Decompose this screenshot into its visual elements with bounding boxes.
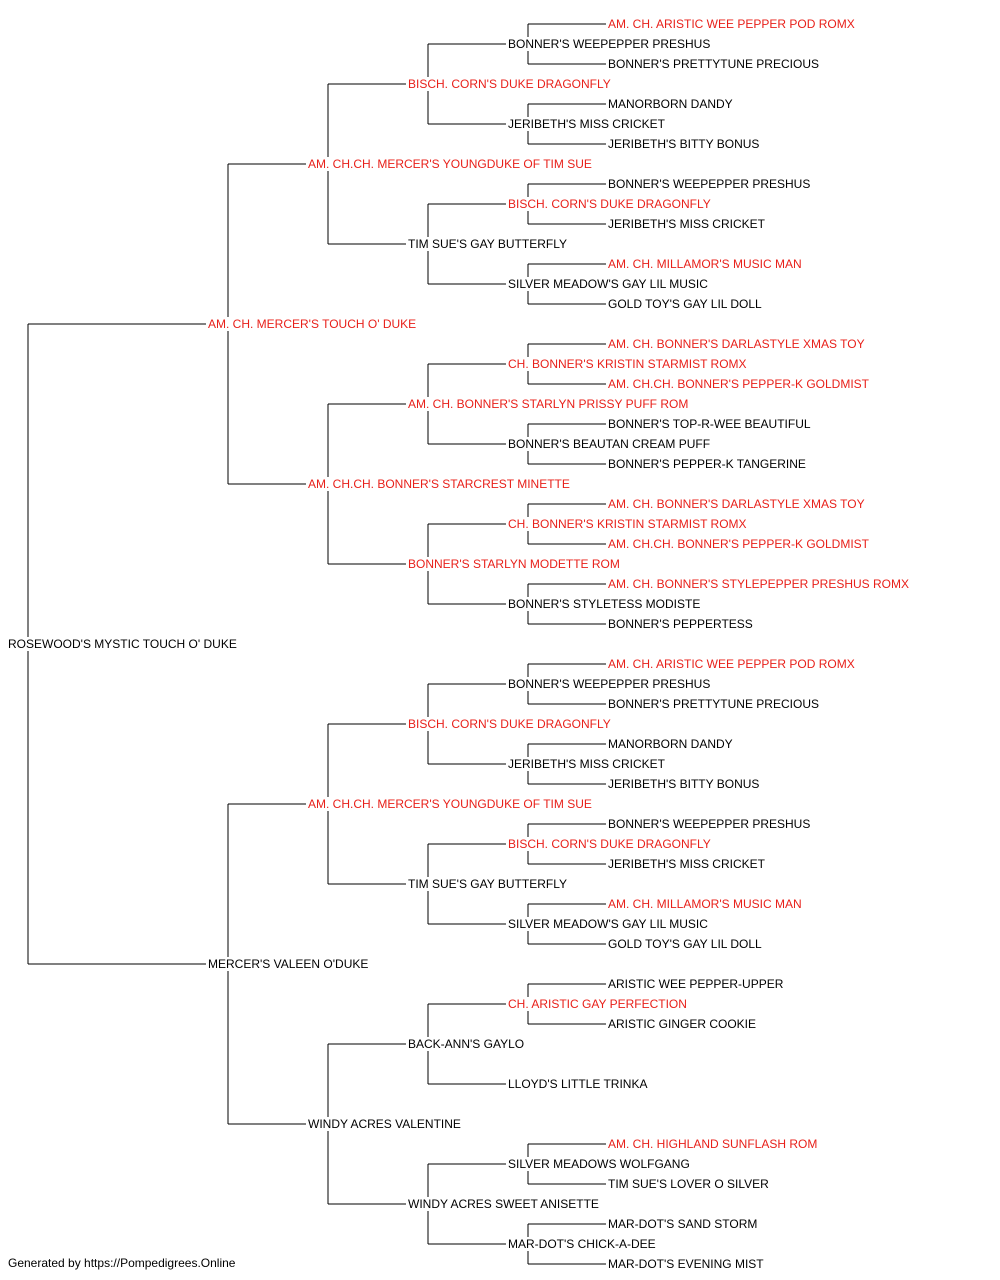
ancestor-name-gen5: MAR-DOT'S SAND STORM — [607, 1217, 759, 1231]
ancestor-name-gen1: MERCER'S VALEEN O'DUKE — [207, 957, 370, 971]
ancestor-name-gen3: TIM SUE'S GAY BUTTERFLY — [407, 237, 568, 251]
ancestor-name-gen5: AM. CH. ARISTIC WEE PEPPER POD ROMX — [607, 17, 856, 31]
ancestor-name-gen4: BISCH. CORN'S DUKE DRAGONFLY — [507, 197, 712, 211]
ancestor-name-gen5: MAR-DOT'S EVENING MIST — [607, 1257, 765, 1271]
ancestor-name-gen5: GOLD TOY'S GAY LIL DOLL — [607, 297, 763, 311]
ancestor-name-gen4: CH. BONNER'S KRISTIN STARMIST ROMX — [507, 357, 748, 371]
ancestor-name-gen5: MANORBORN DANDY — [607, 737, 734, 751]
ancestor-name-gen5: BONNER'S WEEPEPPER PRESHUS — [607, 177, 812, 191]
ancestor-name-gen4: JERIBETH'S MISS CRICKET — [507, 757, 666, 771]
ancestor-name-gen5: BONNER'S PRETTYTUNE PRECIOUS — [607, 57, 820, 71]
ancestor-name-gen5: BONNER'S TOP-R-WEE BEAUTIFUL — [607, 417, 812, 431]
ancestor-name-gen5: AM. CH. MILLAMOR'S MUSIC MAN — [607, 897, 803, 911]
ancestor-name-gen4: SILVER MEADOWS WOLFGANG — [507, 1157, 691, 1171]
ancestor-name-gen5: JERIBETH'S BITTY BONUS — [607, 777, 761, 791]
ancestor-name-gen2: WINDY ACRES VALENTINE — [307, 1117, 462, 1131]
ancestor-name-gen5: BONNER'S PEPPERTESS — [607, 617, 754, 631]
ancestor-name-gen4: BONNER'S STYLETESS MODISTE — [507, 597, 702, 611]
ancestor-name-gen1: AM. CH. MERCER'S TOUCH O' DUKE — [207, 317, 418, 331]
ancestor-name-gen3: BISCH. CORN'S DUKE DRAGONFLY — [407, 77, 612, 91]
ancestor-name-gen5: AM. CH. BONNER'S DARLASTYLE XMAS TOY — [607, 497, 866, 511]
ancestor-name-gen4: MAR-DOT'S CHICK-A-DEE — [507, 1237, 657, 1251]
ancestor-name-gen4: CH. ARISTIC GAY PERFECTION — [507, 997, 688, 1011]
ancestor-name-gen4: LLOYD'S LITTLE TRINKA — [507, 1077, 649, 1091]
ancestor-name-gen5: JERIBETH'S MISS CRICKET — [607, 857, 766, 871]
ancestor-name-gen3: BACK-ANN'S GAYLO — [407, 1037, 526, 1051]
ancestor-name-gen3: AM. CH. BONNER'S STARLYN PRISSY PUFF ROM — [407, 397, 690, 411]
ancestor-name-gen5: AM. CH. BONNER'S DARLASTYLE XMAS TOY — [607, 337, 866, 351]
ancestor-name-gen5: AM. CH.CH. BONNER'S PEPPER-K GOLDMIST — [607, 537, 870, 551]
ancestor-name-gen5: BONNER'S PEPPER-K TANGERINE — [607, 457, 807, 471]
ancestor-name-gen4: JERIBETH'S MISS CRICKET — [507, 117, 666, 131]
ancestor-name-gen5: AM. CH.CH. BONNER'S PEPPER-K GOLDMIST — [607, 377, 870, 391]
ancestor-name-gen4: BISCH. CORN'S DUKE DRAGONFLY — [507, 837, 712, 851]
ancestor-name-gen5: BONNER'S PRETTYTUNE PRECIOUS — [607, 697, 820, 711]
ancestor-name-gen5: AM. CH. HIGHLAND SUNFLASH ROM — [607, 1137, 819, 1151]
ancestor-name-gen5: GOLD TOY'S GAY LIL DOLL — [607, 937, 763, 951]
ancestor-name-gen5: ARISTIC WEE PEPPER-UPPER — [607, 977, 785, 991]
ancestor-name-gen5: JERIBETH'S BITTY BONUS — [607, 137, 761, 151]
ancestor-name-gen4: BONNER'S WEEPEPPER PRESHUS — [507, 37, 712, 51]
ancestor-name-gen5: AM. CH. BONNER'S STYLEPEPPER PRESHUS ROM… — [607, 577, 911, 591]
ancestor-name-gen5: AM. CH. ARISTIC WEE PEPPER POD ROMX — [607, 657, 856, 671]
generated-by-footer: Generated by https://Pompedigrees.Online — [8, 1256, 236, 1270]
ancestor-name-gen4: BONNER'S WEEPEPPER PRESHUS — [507, 677, 712, 691]
ancestor-name-gen2: AM. CH.CH. BONNER'S STARCREST MINETTE — [307, 477, 571, 491]
ancestor-name-gen5: AM. CH. MILLAMOR'S MUSIC MAN — [607, 257, 803, 271]
ancestor-name-gen3: TIM SUE'S GAY BUTTERFLY — [407, 877, 568, 891]
ancestor-name-gen3: BISCH. CORN'S DUKE DRAGONFLY — [407, 717, 612, 731]
ancestor-name-gen3: BONNER'S STARLYN MODETTE ROM — [407, 557, 621, 571]
subject-dog-name: ROSEWOOD'S MYSTIC TOUCH O' DUKE — [7, 637, 238, 651]
ancestor-name-gen2: AM. CH.CH. MERCER'S YOUNGDUKE OF TIM SUE — [307, 797, 593, 811]
ancestor-name-gen2: AM. CH.CH. MERCER'S YOUNGDUKE OF TIM SUE — [307, 157, 593, 171]
ancestor-name-gen4: SILVER MEADOW'S GAY LIL MUSIC — [507, 917, 709, 931]
ancestor-name-gen5: ARISTIC GINGER COOKIE — [607, 1017, 758, 1031]
ancestor-name-gen5: MANORBORN DANDY — [607, 97, 734, 111]
ancestor-name-gen4: CH. BONNER'S KRISTIN STARMIST ROMX — [507, 517, 748, 531]
ancestor-name-gen4: SILVER MEADOW'S GAY LIL MUSIC — [507, 277, 709, 291]
ancestor-name-gen3: WINDY ACRES SWEET ANISETTE — [407, 1197, 600, 1211]
ancestor-name-gen4: BONNER'S BEAUTAN CREAM PUFF — [507, 437, 712, 451]
ancestor-name-gen5: JERIBETH'S MISS CRICKET — [607, 217, 766, 231]
ancestor-name-gen5: BONNER'S WEEPEPPER PRESHUS — [607, 817, 812, 831]
ancestor-name-gen5: TIM SUE'S LOVER O SILVER — [607, 1177, 770, 1191]
